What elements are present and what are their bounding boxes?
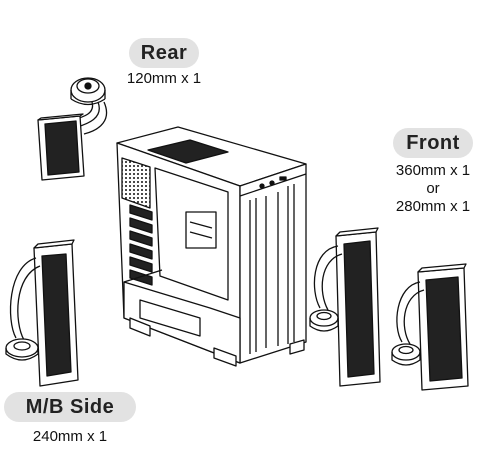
- front-radiator-360mm: [309, 227, 381, 387]
- rear-radiator-120mm: [37, 77, 108, 181]
- front-spec-360: 360mm x 1: [395, 162, 471, 179]
- rear-spec: 120mm x 1: [126, 70, 202, 87]
- mb-side-spec: 240mm x 1: [32, 428, 108, 445]
- front-label: Front: [393, 128, 473, 158]
- mb-side-label: M/B Side: [4, 392, 136, 422]
- front-radiator-280mm: [391, 263, 469, 391]
- mb-side-radiator-240mm: [5, 239, 79, 387]
- expansion-slots: [129, 204, 153, 286]
- pc-case: [116, 126, 307, 367]
- front-spec-or: or: [426, 180, 440, 197]
- front-spec-280: 280mm x 1: [395, 198, 471, 215]
- rear-label: Rear: [129, 38, 199, 68]
